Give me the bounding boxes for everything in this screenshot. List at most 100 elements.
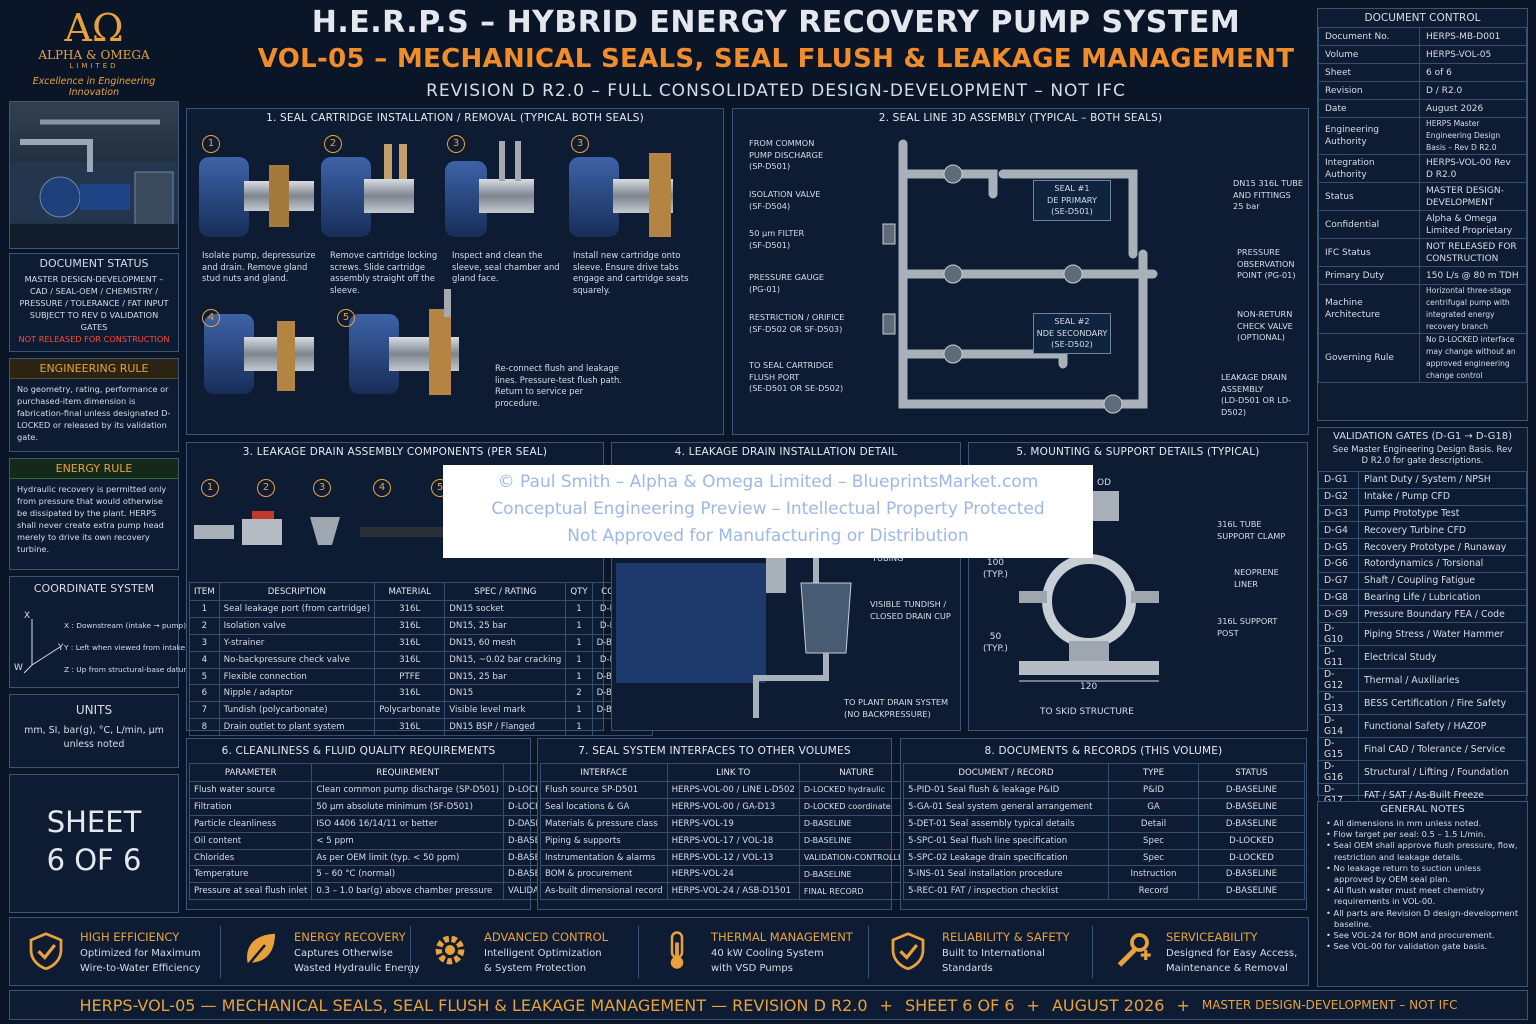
component-cell: 5: [189, 667, 220, 686]
interface-cell: Instrumentation & alarms: [540, 848, 668, 867]
general-note-text: Flow target per seal: 0.5 – 1.5 L/min.: [1333, 829, 1486, 840]
step-3-number: 3: [447, 135, 465, 153]
col-material: MATERIAL: [374, 582, 446, 601]
gate-cell: Pressure Boundary FEA / Code: [1358, 605, 1527, 624]
gate-cell: Final CAD / Tolerance / Service: [1358, 737, 1527, 762]
document-cell: D-BASELINE: [1198, 882, 1305, 901]
units: UNITS mm, SI, bar(g), °C, L/min, μm unle…: [9, 694, 179, 768]
component-cell: Drain outlet to plant system: [218, 718, 376, 737]
axis-x-text: X : Downstream (intake → pump): [64, 621, 187, 630]
dim-100: 100 (TYP.): [983, 558, 1008, 580]
component-cell: 316L: [374, 650, 446, 669]
gate-cell: Functional Safety / HAZOP: [1358, 714, 1527, 739]
col-requirement: REQUIREMENT: [311, 763, 504, 782]
step-3-image: [445, 141, 534, 237]
component-cell: Visible level mark: [444, 701, 567, 720]
plant-illustration: [10, 119, 178, 248]
step-5-image: [204, 314, 314, 394]
doc-control-key: Machine Architecture: [1318, 284, 1420, 334]
cleanliness-cell: Clean common pump discharge (SP-D501): [311, 781, 504, 799]
gate-cell: D-G2: [1318, 487, 1359, 506]
gate-cell: D-G10: [1318, 622, 1359, 647]
interface-cell: HERPS-VOL-00 / LINE L-D502: [666, 781, 800, 799]
interface-cell: VALIDATION-CONTROLLED: [798, 848, 915, 867]
doc-control-key: Volume: [1318, 45, 1420, 64]
seal-1-label: SEAL #1 DE PRIMARY (SE-D501): [1033, 180, 1111, 221]
general-note: • No leakage return to suction unless ap…: [1326, 863, 1521, 885]
col-description: DESCRIPTION: [218, 582, 376, 601]
company-sub: LIMITED: [69, 62, 119, 70]
gate-cell: Structural / Lifting / Foundation: [1358, 760, 1527, 785]
gate-cell: Plant Duty / System / NPSH: [1358, 471, 1527, 489]
cleanliness-cell: Pressure at seal flush inlet: [188, 882, 313, 901]
component-cell: 8: [189, 718, 220, 737]
document-control-title: DOCUMENT CONTROL: [1364, 12, 1481, 24]
step-4-image: [569, 153, 673, 237]
step-6-number: 5: [337, 309, 355, 327]
document-cell: 5-DET-01 Seal assembly typical details: [903, 814, 1109, 833]
main-title: H.E.R.P.S – HYBRID ENERGY RECOVERY PUMP …: [311, 5, 1241, 40]
axis-w-label: W: [14, 663, 23, 673]
cleanliness-cell: < 5 ppm: [311, 831, 504, 850]
general-note-text: See VOL-00 for validation gate basis.: [1333, 941, 1488, 952]
doc-control-value: HERPS-VOL-00 Rev D R2.0: [1419, 154, 1527, 183]
feature-line-2: & System Protection: [484, 963, 587, 974]
copyright-watermark: © Paul Smith – Alpha & Omega Limited – B…: [443, 465, 1093, 558]
section-4-title: 4. LEAKAGE DRAIN INSTALLATION DETAIL: [674, 446, 898, 458]
cleanliness-cell: Temperature: [188, 865, 313, 884]
section-8-documents: 8. DOCUMENTS & RECORDS (THIS VOLUME) DOC…: [900, 738, 1307, 910]
feature-divider: [868, 926, 869, 978]
document-cell: Spec: [1108, 831, 1199, 850]
energy-rule-title: ENERGY RULE: [10, 459, 178, 479]
callout-dn15-tube: DN15 316L TUBE AND FITTINGS 25 bar: [1233, 178, 1304, 211]
component-cell: 316L: [374, 633, 446, 652]
section-1-seal-cartridge: 1. SEAL CARTRIDGE INSTALLATION / REMOVAL…: [186, 108, 724, 435]
engineering-rule-text: No geometry, rating, performance or purc…: [17, 384, 171, 442]
gate-cell: Recovery Prototype / Runaway: [1358, 538, 1527, 556]
step-5-number: 4: [202, 309, 220, 327]
dim-50: 50 (TYP.): [983, 632, 1008, 654]
validation-title: VALIDATION GATES (D-G1 → D-G18): [1333, 431, 1512, 442]
callout-tundish: VISIBLE TUNDISH / CLOSED DRAIN CUP: [870, 599, 951, 621]
interface-cell: As-built dimensional record: [540, 882, 668, 901]
feature-line-1: Intelligent Optimization: [484, 948, 602, 959]
gate-cell: D-G14: [1318, 714, 1359, 739]
general-note: • All parts are Revision D design-develo…: [1326, 908, 1521, 930]
component-cell: DN15 socket: [444, 600, 567, 618]
watermark-line-2: Conceptual Engineering Preview – Intelle…: [491, 499, 1045, 519]
cleanliness-cell: ISO 4406 16/14/11 or better: [311, 814, 504, 833]
engineering-rule: ENGINEERING RULE No geometry, rating, pe…: [9, 358, 179, 452]
document-cell: Record: [1108, 882, 1199, 901]
hero-image: [9, 101, 179, 249]
thermometer-icon: [657, 930, 697, 974]
cleanliness-cell: 5 – 60 °C (normal): [311, 865, 504, 884]
cleanliness-cell: Particle cleanliness: [188, 814, 313, 833]
feature-line-1: Designed for Easy Access,: [1166, 948, 1298, 959]
feature-title: HIGH EFFICIENCY: [80, 930, 180, 944]
doc-control-value: D / R2.0: [1419, 81, 1527, 100]
component-4-number: 4: [373, 479, 391, 497]
component-cell: 316L: [374, 684, 446, 703]
feature-divider: [220, 926, 221, 978]
general-note-text: All flush water must meet chemistry requ…: [1333, 885, 1485, 907]
doc-control-key: Engineering Authority: [1318, 117, 1420, 155]
bullet-icon: •: [1326, 930, 1334, 941]
